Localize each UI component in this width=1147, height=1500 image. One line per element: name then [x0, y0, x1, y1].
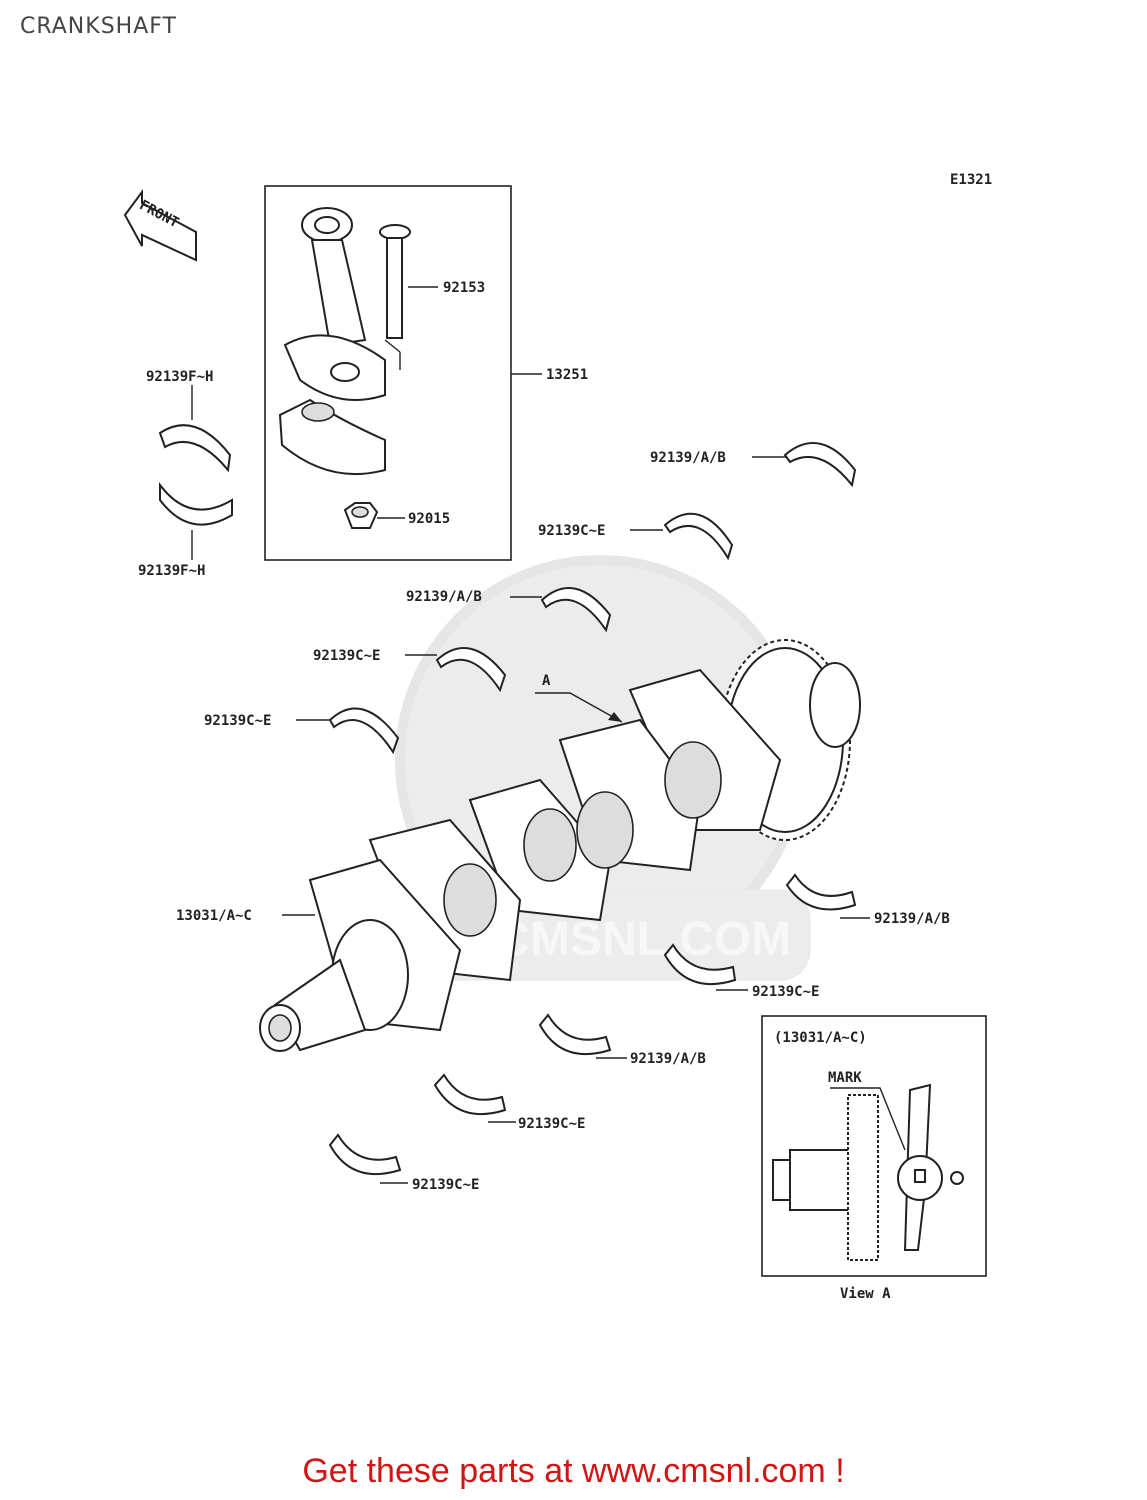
rod-bearing-lower	[159, 482, 233, 526]
label-crankshaft: 13031/A~C	[176, 908, 252, 924]
main-bearing-upper-2	[663, 512, 734, 561]
label-nut: 92015	[408, 511, 450, 527]
label-main-upper-3: 92139/A/B	[406, 589, 482, 605]
main-bearing-lower-5	[328, 1133, 402, 1176]
label-main-lower-2: 92139C~E	[752, 984, 819, 1000]
main-bearing-lower-2	[663, 943, 737, 986]
main-bearing-upper-3	[540, 587, 612, 633]
page-title: CRANKSHAFT	[20, 14, 177, 39]
rod-bearing-upper	[158, 424, 232, 473]
view-a-caption: View A	[840, 1286, 891, 1302]
crankshaft	[259, 639, 861, 1052]
main-bearing-lower-3	[538, 1013, 612, 1056]
label-main-lower-3: 92139/A/B	[630, 1051, 706, 1067]
view-a-mark-label: MARK	[828, 1070, 862, 1086]
label-main-upper-1: 92139/A/B	[650, 450, 726, 466]
main-bearing-upper-5	[328, 707, 400, 755]
label-main-upper-5: 92139C~E	[204, 713, 271, 729]
cta-link[interactable]: Get these parts at www.cmsnl.com !	[302, 1452, 845, 1490]
label-main-lower-4: 92139C~E	[518, 1116, 585, 1132]
rod-cap	[278, 398, 386, 476]
diagram-code: E1321	[950, 172, 992, 188]
label-main-lower-5: 92139C~E	[412, 1177, 479, 1193]
connecting-rod	[283, 207, 386, 401]
connecting-rod-group-box	[264, 185, 512, 561]
label-rod-bearing-upper: 92139F~H	[146, 369, 213, 385]
label-main-upper-4: 92139C~E	[313, 648, 380, 664]
label-view-arrow: A	[542, 673, 551, 689]
label-rod-assy: 13251	[546, 367, 588, 383]
front-arrow-icon: FRONT	[123, 188, 197, 262]
rod-bolt	[379, 224, 411, 370]
main-bearing-lower-4	[433, 1073, 507, 1116]
parts-diagram: WWW.CMSNL.COM E1321 FRONT 92153 13251 92…	[123, 172, 992, 1302]
view-a-part-ref: (13031/A~C)	[774, 1030, 867, 1046]
main-bearing-upper-4	[435, 647, 507, 693]
label-main-lower-1: 92139/A/B	[874, 911, 950, 927]
label-main-upper-2: 92139C~E	[538, 523, 605, 539]
main-bearing-upper-1	[783, 442, 857, 488]
label-rod-bearing-lower: 92139F~H	[138, 563, 205, 579]
label-bolt: 92153	[443, 280, 485, 296]
main-bearing-lower-1	[785, 873, 857, 911]
view-a-inset: (13031/A~C) MARK View A	[761, 1015, 987, 1302]
rod-nut	[343, 502, 379, 529]
